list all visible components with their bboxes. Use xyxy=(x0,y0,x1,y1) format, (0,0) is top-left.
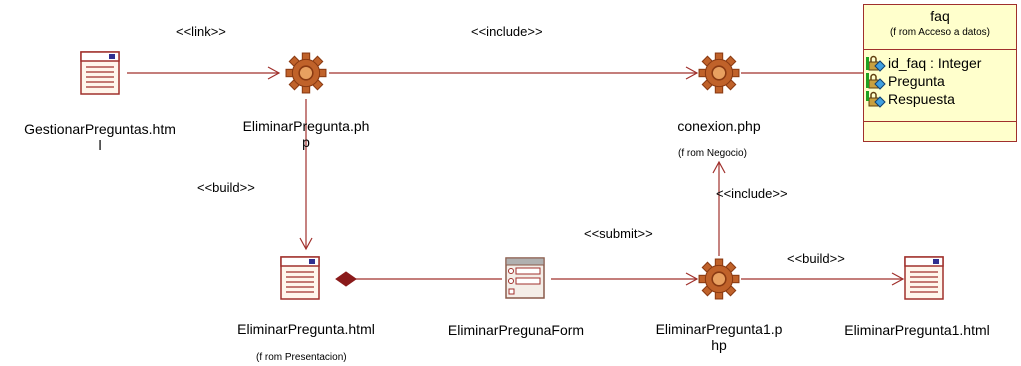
stereotype-include-top: <<include>> xyxy=(471,24,543,39)
html-form-icon[interactable] xyxy=(505,257,545,299)
class-attribute[interactable]: id_faq : Integer xyxy=(866,54,1016,72)
attribute-text: id_faq : Integer xyxy=(888,55,982,71)
node-label-eliminar-pregunta1-php: EliminarPregunta1.p hp xyxy=(655,321,783,353)
link-arrowhead xyxy=(267,66,281,80)
stereotype-build-right: <<build>> xyxy=(787,251,845,266)
attribute-text: Respuesta xyxy=(888,91,955,107)
stereotype-include-right: <<include>> xyxy=(716,186,788,201)
build-right-arrowhead xyxy=(891,272,905,286)
node-from-presentacion: (f rom Presentacion) xyxy=(256,352,347,363)
class-divider xyxy=(864,121,1016,122)
node-label-eliminar-pregunta1-html: EliminarPregunta1.html xyxy=(844,322,990,338)
node-label-eliminar-preguna-form: EliminarPregunaForm xyxy=(447,322,585,338)
private-attribute-icon xyxy=(866,91,886,108)
node-label-eliminar-pregunta-php: EliminarPregunta.ph p xyxy=(242,118,370,150)
node-label-conexion-php: conexion.php xyxy=(677,118,761,134)
include-right-arrowhead xyxy=(712,160,726,174)
private-attribute-icon xyxy=(866,73,886,90)
faq-class-box[interactable]: faq (f rom Acceso a datos) id_faq : Inte… xyxy=(863,4,1017,142)
class-name: faq xyxy=(930,8,950,24)
server-page-gear-icon[interactable] xyxy=(698,258,740,300)
submit-arrowhead xyxy=(685,272,699,286)
html-page-icon[interactable] xyxy=(80,51,120,95)
stereotype-build-left: <<build>> xyxy=(197,180,255,195)
node-label-eliminar-pregunta-html: EliminarPregunta.html xyxy=(237,321,375,337)
stereotype-link: <<link>> xyxy=(176,24,226,39)
include-top-arrowhead xyxy=(685,66,699,80)
server-page-gear-icon[interactable] xyxy=(285,52,327,94)
composition-diamond xyxy=(335,271,357,287)
html-page-icon[interactable] xyxy=(904,256,944,300)
class-attribute[interactable]: Respuesta xyxy=(866,90,1016,108)
class-attribute[interactable]: Pregunta xyxy=(866,72,1016,90)
class-from-package: (f rom Acceso a datos) xyxy=(889,27,991,38)
build-left-arrowhead xyxy=(299,237,313,251)
node-from-conexion: (f rom Negocio) xyxy=(678,148,747,159)
class-divider xyxy=(864,49,1016,50)
private-attribute-icon xyxy=(866,55,886,72)
stereotype-submit: <<submit>> xyxy=(584,226,653,241)
attribute-text: Pregunta xyxy=(888,73,945,89)
server-page-gear-icon[interactable] xyxy=(698,52,740,94)
html-page-icon[interactable] xyxy=(280,256,320,300)
node-label-gestionar-preguntas: GestionarPreguntas.htm l xyxy=(24,121,176,153)
